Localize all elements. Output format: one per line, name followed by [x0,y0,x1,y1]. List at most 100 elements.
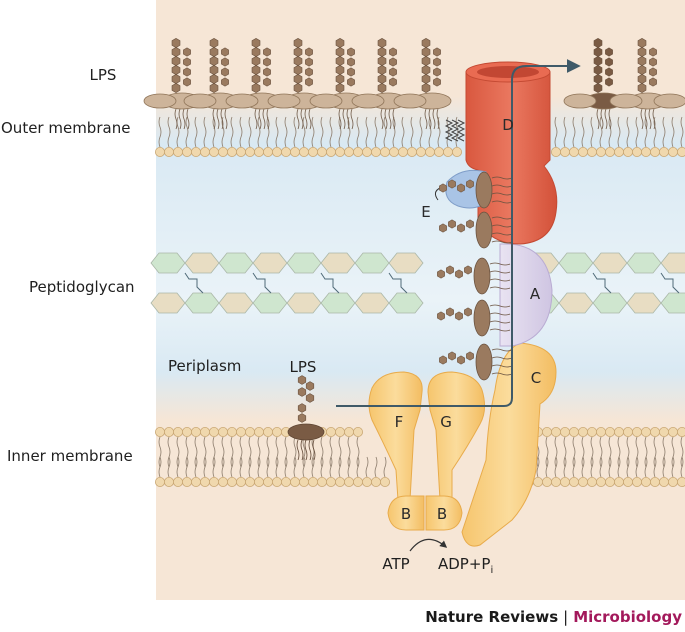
inner-lps-sugar [305,393,315,403]
lps-sugar [377,47,387,57]
peptidoglycan-sugar [218,252,254,274]
lps-sugar [605,77,613,87]
lps-sugar [171,56,181,66]
lps-sugar [251,38,261,48]
lps-sugar [433,47,441,57]
om-lipid-head-large [183,93,217,109]
im-lipid-head [650,476,661,487]
om-lipid-tail [563,116,567,148]
om-lipid-head [397,146,408,157]
lps-sugar [593,38,603,48]
im-lipid-tail [284,436,288,468]
im-lipid-tail [545,456,549,478]
im-lipid-tail [572,436,576,468]
im-lipid-head [217,426,228,437]
im-lipid-head [154,476,165,487]
om-lipid-tail [293,116,297,148]
label-protein-a: A [530,285,541,303]
im-lipid-tail [176,436,180,468]
transit-lps-sugar [464,307,472,317]
lps-sugar [305,67,313,77]
om-lipid-head [298,146,309,157]
im-lipid-tail [617,436,621,468]
lps-sugar [221,67,229,77]
lps-sugar [183,57,191,67]
lps-sugar [221,77,229,87]
im-lipid-tail [653,436,657,468]
im-lipid-tail [212,436,216,468]
lps-sugar [421,74,431,84]
label-protein-d: D [502,116,514,134]
om-lipid-tail [554,116,558,148]
peptidoglycan-sugar [286,252,322,274]
credit-separator: | [563,608,568,626]
om-lipid-head [352,146,363,157]
om-lipid-head [424,146,435,157]
label-protein-c: C [531,369,541,387]
im-lipid-head [352,426,363,437]
om-lipid-tail [572,116,576,148]
transit-lps-head [475,171,493,209]
lps-sugar [377,74,387,84]
im-lipid-head [569,426,580,437]
transit-lps-tail [491,192,513,196]
om-lipid-tail [419,116,423,148]
im-lipid-tail [257,436,261,468]
transit-lps-sugar [457,183,465,193]
peptide-crosslink [252,272,272,294]
om-lipid-tail [392,116,396,148]
im-lipid-head [343,426,354,437]
lps-sugar [251,56,261,66]
peptide-crosslink [660,272,680,294]
im-lipid-head [542,426,553,437]
im-lipid-tail [617,456,621,478]
om-lipid-tail [401,116,405,148]
lps-sugar [335,65,345,75]
om-lps-tail [338,108,342,130]
om-lps-tail [424,108,428,130]
lps-sugar [209,38,219,48]
om-lipid-head [641,146,652,157]
im-lipid-tail [626,456,630,478]
im-lipid-tail [662,436,666,468]
im-lipid-tail [185,436,189,468]
lps-sugar [377,65,387,75]
om-lps-tail [640,108,644,130]
om-lipid-tail [680,116,684,148]
transit-lps-tail [489,286,511,290]
om-lps-tail [216,108,220,130]
om-lipid-tail [338,116,342,148]
label-outer-membrane: Outer membrane [1,119,130,137]
im-lipid-tail [671,436,675,468]
im-lipid-tail [302,456,306,478]
im-lipid-tail [293,436,297,468]
inner-lps-tail [312,439,316,461]
lps-sugar [251,65,261,75]
om-lps-tail [342,108,346,130]
lps-sugar [293,38,303,48]
outer-membrane [143,38,685,157]
om-lipid-head [199,146,210,157]
om-lipid-head [172,146,183,157]
lps-sugar [605,47,613,57]
im-lipid-tail [644,436,648,468]
credit-section: Microbiology [573,608,682,626]
label-peptidoglycan: Peptidoglycan [29,278,135,296]
im-lipid-tail [644,456,648,478]
im-lipid-head [154,426,165,437]
im-lipid-tail [284,456,288,478]
peptidoglycan-sugar [252,292,288,314]
protein-g [427,371,486,501]
im-lipid-head [542,476,553,487]
lps-sugar [335,47,345,57]
lps-sugar [389,67,397,77]
om-lps-tail [600,108,604,130]
om-lipid-tail [158,116,162,148]
peptidoglycan-sugar [150,252,186,274]
peptidoglycan-sugar [626,292,662,314]
im-lipid-head [551,426,562,437]
lps-sugar [389,47,397,57]
lps-sugar [421,47,431,57]
lps-sugar [377,38,387,48]
credit-line: Nature Reviews|Microbiology [425,608,682,626]
